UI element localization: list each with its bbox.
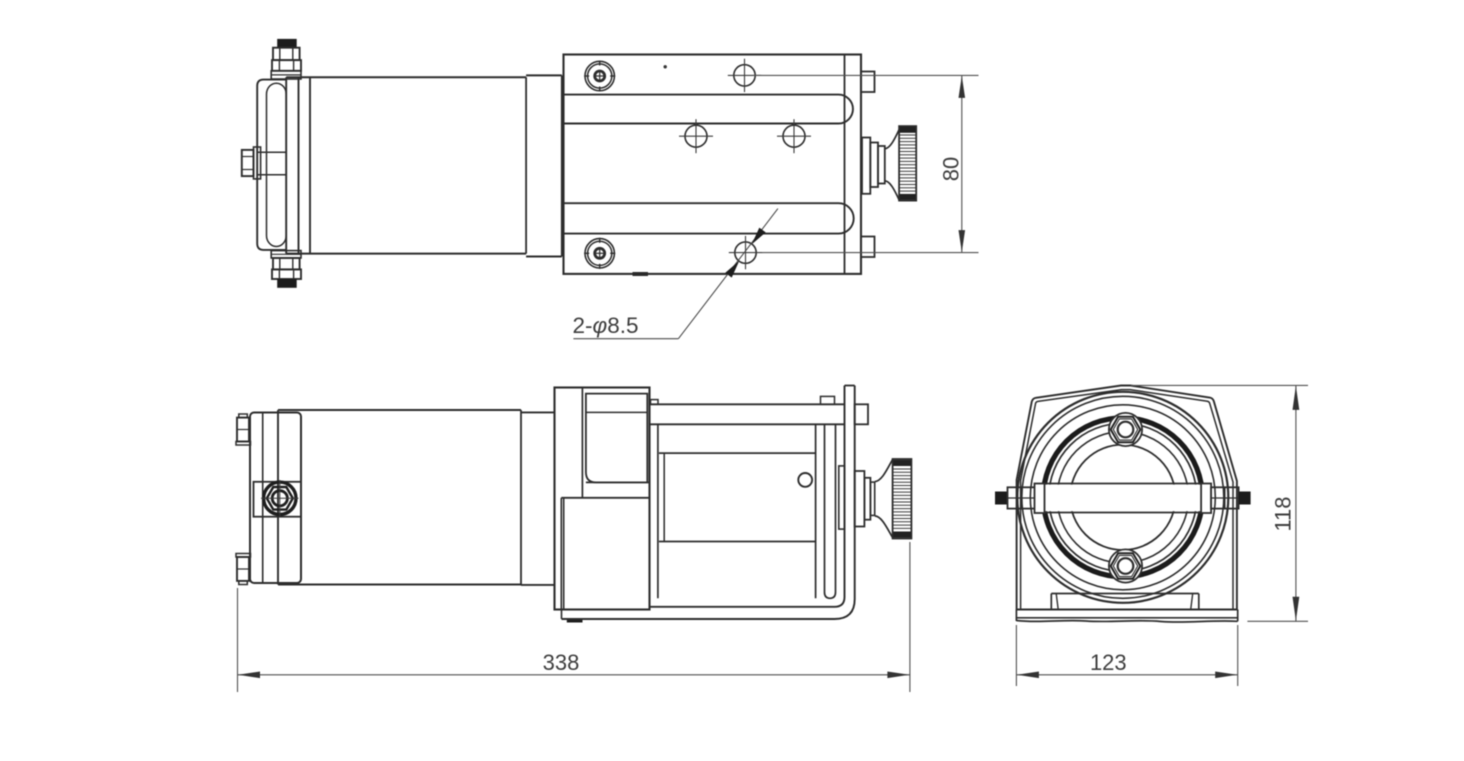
svg-text:338: 338 [543,650,580,675]
svg-text:123: 123 [1090,650,1127,675]
svg-text:2-φ8.5: 2-φ8.5 [573,313,639,338]
svg-text:118: 118 [1271,496,1296,531]
svg-text:80: 80 [939,157,964,181]
